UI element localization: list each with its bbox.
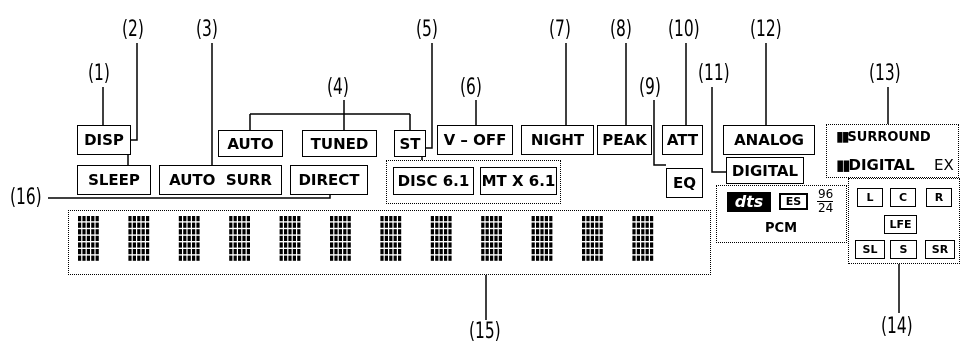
es-logo: ES [779,193,808,210]
channel-sl: SL [855,240,885,259]
callout-11: (11) [698,61,730,86]
v-off-indicator: V – OFF [437,125,513,155]
night-indicator: NIGHT [521,125,594,155]
channel-group-outline [848,178,960,264]
callout-4: (4) [327,75,349,100]
callout-1: (1) [88,61,110,86]
dolby-double-d-icon: ▮▮ [836,129,849,145]
eq-indicator: EQ [666,168,703,198]
channel-s: S [890,240,917,259]
callout-6: (6) [460,75,482,100]
callout-9: (9) [639,75,661,100]
callout-7: (7) [549,17,571,42]
callout-3: (3) [196,17,218,42]
dd-digital-indicator: ▮▮DIGITAL [836,156,915,174]
peak-indicator: PEAK [597,125,652,155]
callout-10: (10) [668,17,700,42]
callout-14: (14) [881,314,913,339]
mtx-6-1-indicator: MT X 6.1 [480,167,557,195]
callout-13: (13) [869,61,901,86]
dolby-group-outline [826,124,959,178]
direct-indicator: DIRECT [290,165,368,195]
att-indicator: ATT [662,125,703,155]
dts-logo: dts [727,192,771,212]
st-indicator: ST [394,130,426,157]
ex-indicator: EX [934,156,954,174]
analog-indicator: ANALOG [723,125,815,155]
channel-r: R [926,188,952,207]
disc-6-1-indicator: DISC 6.1 [393,167,474,195]
channel-lfe: LFE [884,215,917,234]
matrix-group-outline [386,160,561,204]
callout-2: (2) [122,17,144,42]
channel-l: L [857,188,883,207]
dot-matrix-display [68,210,711,275]
dd-surround-indicator: ▮▮SURROUND [836,129,931,145]
dolby-double-d-icon: ▮▮ [836,156,850,174]
disp-indicator: DISP [77,125,131,155]
format-group-outline [716,185,847,243]
callout-8: (8) [610,17,632,42]
leader-lines [48,43,900,320]
auto-surr-indicator: AUTO SURR [159,165,282,195]
tuned-indicator: TUNED [302,130,377,157]
digital-indicator: DIGITAL [726,157,804,184]
callout-15: (15) [469,319,501,344]
auto-indicator: AUTO [218,130,283,157]
callout-12: (12) [750,17,782,42]
callout-5: (5) [416,17,438,42]
sample-rate-24: 24 [818,201,834,215]
channel-sr: SR [925,240,955,259]
sleep-indicator: SLEEP [77,165,151,195]
sample-rate-96: 96 [818,187,834,201]
channel-c: C [890,188,916,207]
sample-rate-divider [817,201,833,202]
callout-16: (16) [10,185,42,210]
pcm-indicator: PCM [765,221,798,236]
